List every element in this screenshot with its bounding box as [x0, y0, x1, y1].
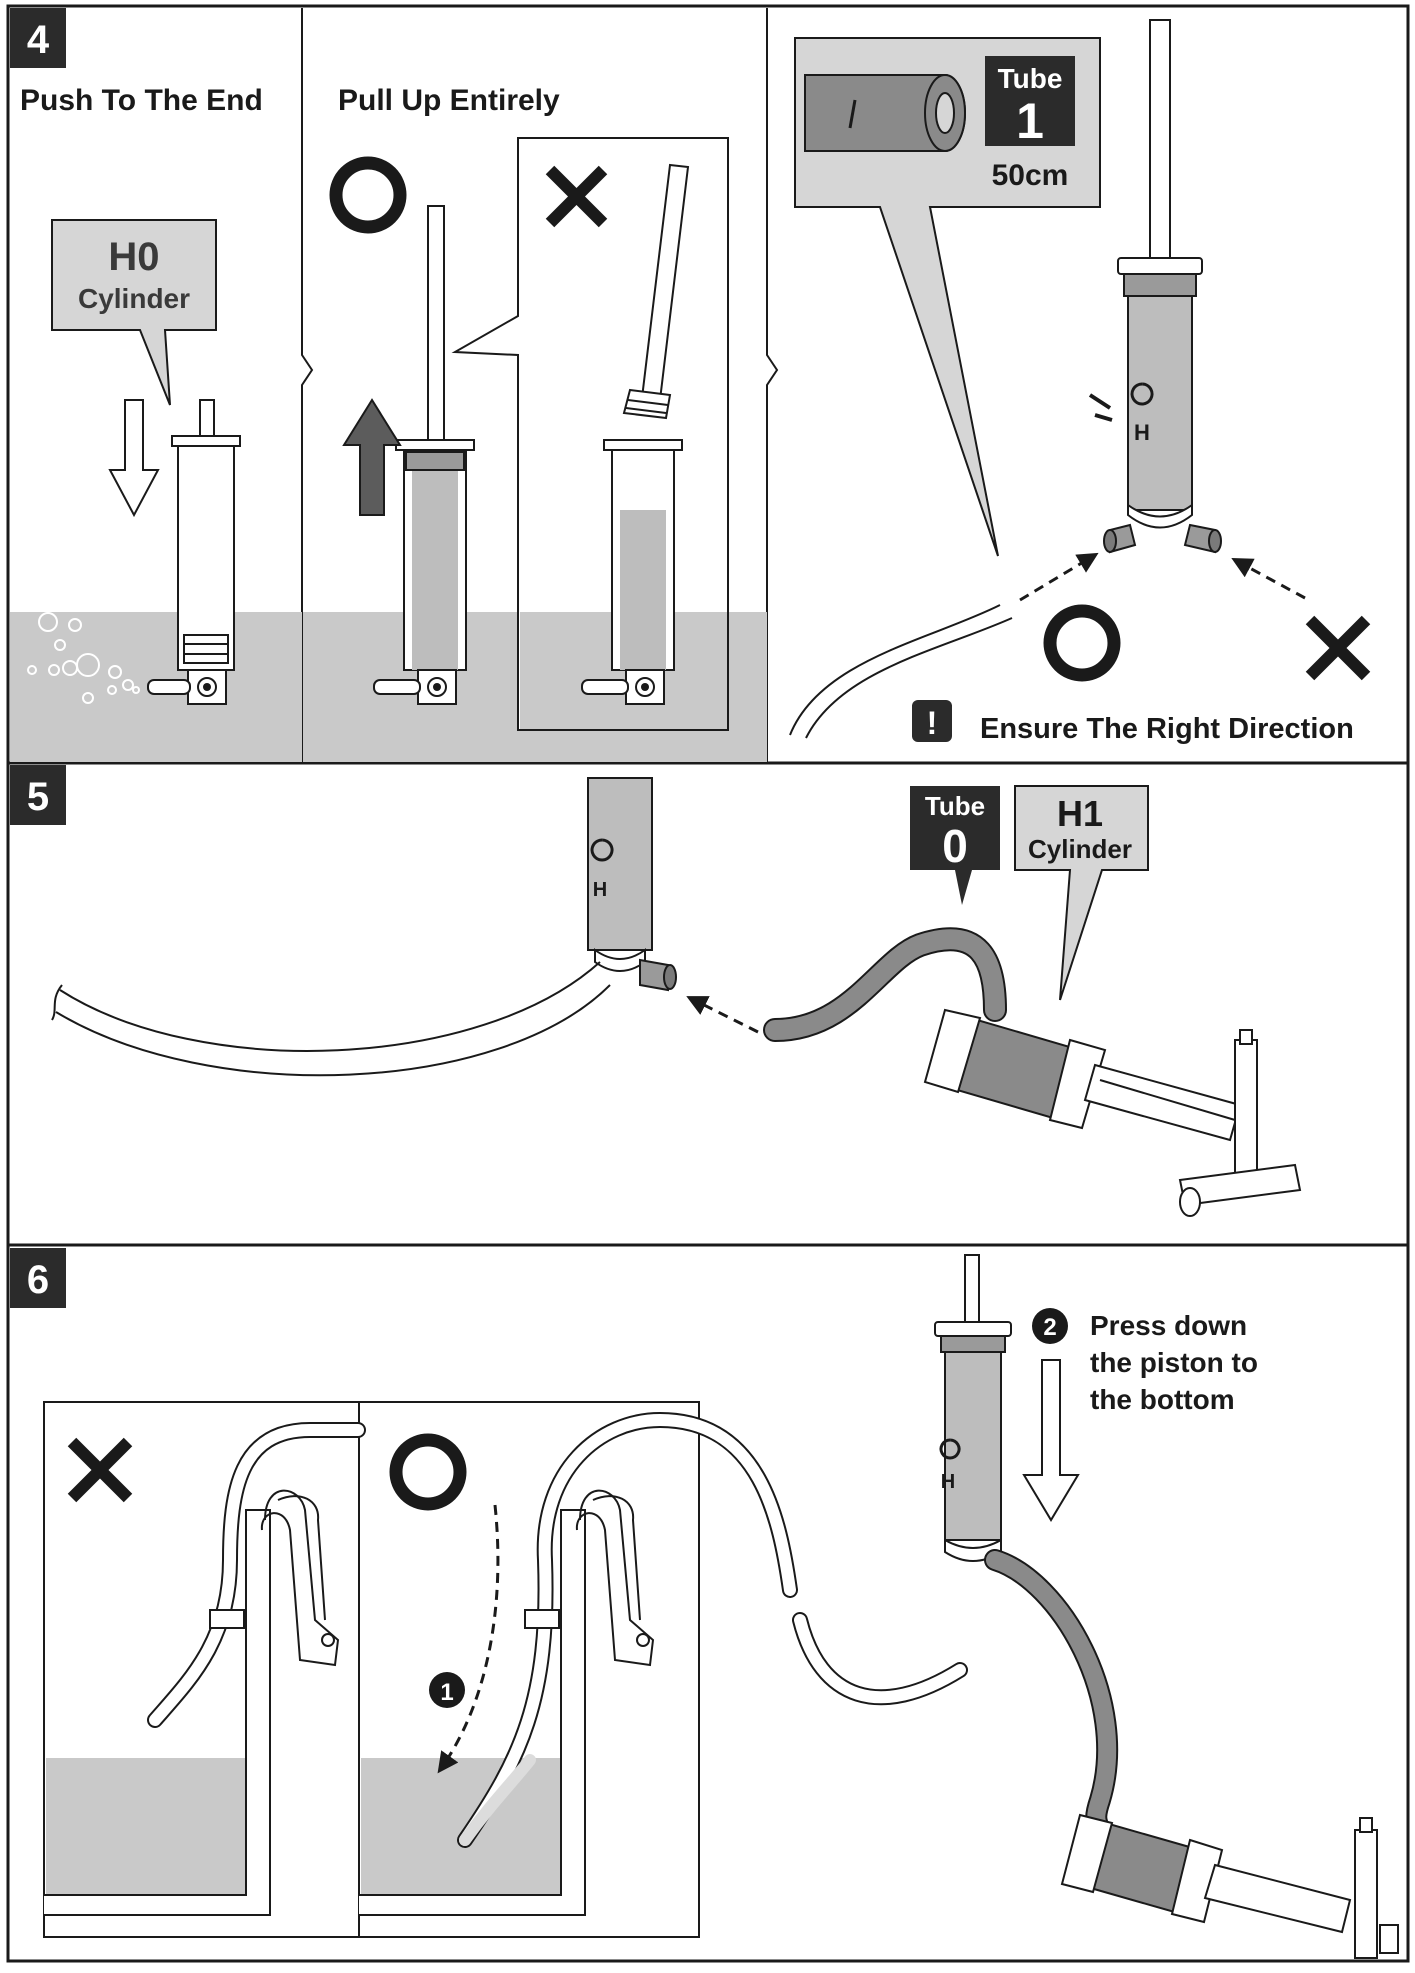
correct-mark	[329, 156, 407, 234]
step-marker-1	[429, 1672, 465, 1708]
h0-cylinder-pushed	[147, 399, 241, 705]
tube-0	[986, 1551, 1117, 1839]
tube-1-callout: Tube 1 50cm	[794, 37, 1101, 557]
tank-wall	[359, 1509, 586, 1916]
insert-arrow	[437, 1504, 500, 1774]
step-number-badge	[10, 765, 66, 825]
tube-0	[765, 929, 1005, 1040]
cylinder-pulled-up	[373, 205, 475, 705]
tube-1-wrong	[149, 1424, 364, 1726]
tube-1	[789, 604, 1001, 736]
cylinder-pulled-out	[581, 163, 690, 705]
step-marker-2-label: 2	[1043, 1314, 1056, 1341]
tank-wall	[44, 1509, 271, 1916]
wrong-mark	[67, 1437, 133, 1503]
h1-cylinder	[1060, 1813, 1399, 1959]
tube-1	[805, 617, 1013, 739]
tube-badge-number: 1	[1016, 93, 1044, 149]
connect-arrow	[686, 996, 759, 1034]
instruction-line-1: Press down	[1090, 1310, 1247, 1341]
tee-connector	[639, 958, 669, 992]
push-down-arrow	[108, 399, 160, 518]
tube-badge-number: 0	[942, 820, 968, 872]
warning-text: Ensure The Right Direction	[980, 713, 1354, 745]
wrong-direction-arrow	[1231, 557, 1306, 600]
h0-cylinder-callout: H0 Cylinder	[51, 219, 217, 406]
wrong-mark	[545, 165, 608, 228]
pull-up-entirely-label: Pull Up Entirely	[338, 84, 560, 117]
tube-1-long	[794, 1614, 966, 1704]
step-6-panel: 6	[10, 1248, 1399, 1959]
tube-1-correct	[459, 1413, 796, 1846]
instruction-line-3: the bottom	[1090, 1384, 1235, 1415]
tube-badge-label: Tube	[998, 63, 1063, 94]
svg-text:H: H	[1134, 420, 1150, 445]
h1-cylinder-callout	[1014, 785, 1149, 1001]
tube-clip	[260, 1489, 655, 1667]
water-area	[361, 1758, 560, 1894]
wrong-mark	[1305, 615, 1371, 681]
instruction-line-2: the piston to	[1090, 1347, 1258, 1378]
cylinder-bottom	[587, 777, 653, 951]
correct-mark	[1043, 604, 1121, 682]
h0-label: H0	[108, 235, 159, 279]
cylinder-with-tee: H	[1088, 19, 1222, 554]
cylinder-label: Cylinder	[1028, 834, 1132, 864]
step-marker-1-label: 1	[440, 1679, 453, 1706]
cylinder-label: Cylinder	[78, 283, 190, 314]
tube-badge-label: Tube	[925, 791, 985, 821]
step-number: 4	[27, 18, 50, 62]
step-5-panel: 5 H Tube 0 H1 Cylinder	[10, 765, 1302, 1217]
step-4-panel: 4 Push To The End Pull Up Entirely H0 Cy…	[10, 8, 1371, 763]
h1-label: H1	[1057, 793, 1103, 834]
svg-text:H: H	[593, 879, 607, 901]
connect-arrow	[1019, 552, 1099, 602]
step-number-badge	[10, 8, 66, 68]
tube-0-badge	[910, 786, 1000, 905]
air-bubbles	[27, 612, 140, 704]
h1-cylinder	[923, 1008, 1302, 1217]
warning-icon	[912, 700, 952, 742]
tube-1-long	[55, 984, 611, 1077]
tube-1-long	[59, 961, 601, 1052]
push-to-end-label: Push To The End	[20, 84, 263, 117]
pull-up-arrow	[342, 398, 402, 516]
correct-mark	[389, 1433, 467, 1511]
tube-length-label: 50cm	[992, 159, 1069, 192]
tube-badge	[985, 56, 1075, 146]
water-area	[46, 1758, 245, 1894]
section-separator	[301, 8, 314, 763]
step-number: 6	[27, 1258, 49, 1302]
step-number-badge	[10, 1248, 66, 1308]
warning-mark: !	[927, 705, 938, 741]
section-separator	[766, 8, 779, 763]
cylinder-with-tee: H	[934, 1254, 1012, 1562]
step-marker-2	[1032, 1308, 1068, 1344]
step-number: 5	[27, 775, 49, 819]
press-down-arrow	[1022, 1359, 1080, 1522]
svg-text:H: H	[941, 1471, 955, 1493]
